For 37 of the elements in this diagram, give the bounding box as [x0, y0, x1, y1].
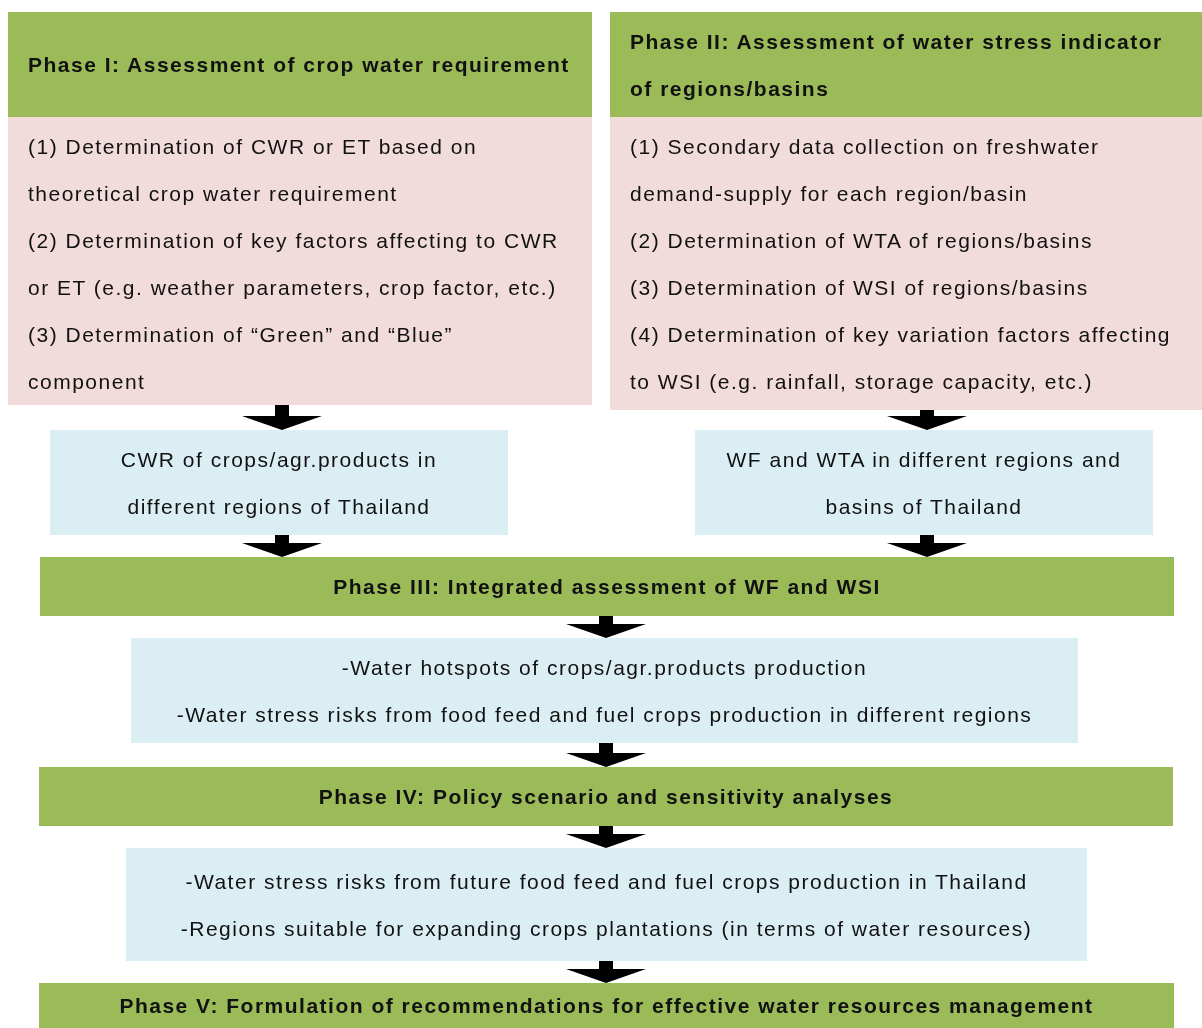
- block-arrow: [887, 535, 967, 557]
- phase-header: [610, 12, 1202, 117]
- box-text: (2) Determination of WTA of regions/basins: [630, 228, 1094, 254]
- box-text: (3) Determination of WSI of regions/basins: [630, 275, 1090, 301]
- result-box: [126, 848, 1087, 961]
- box-text: (3) Determination of “Green” and “Blue” component: [28, 322, 454, 395]
- task-box: [8, 117, 592, 405]
- box-text: (1) Determination of CWR or ET based on theoretical crop water requirement: [28, 134, 479, 207]
- block-arrow: [566, 826, 646, 848]
- box-text: (1) Secondary data collection on freshwater demand-supply for each region/basin: [630, 134, 1101, 207]
- box-text: Phase I: Assessment of crop water requirement: [28, 52, 571, 78]
- block-arrow: [887, 410, 967, 430]
- box-text: -Regions suitable for expanding crops plantations (in terms of water resources): [179, 915, 1034, 942]
- task-box: [610, 117, 1202, 410]
- box-text: -Water hotspots of crops/agr.products production: [340, 654, 869, 681]
- phase-bar: [39, 767, 1173, 826]
- box-text: (4) Determination of key variation factors affecting to WSI (e.g. rainfall, storage capacity, etc.): [630, 322, 1172, 395]
- box-text: CWR of crops/agr.products in different regions of Thailand: [119, 446, 439, 520]
- box-text: -Water stress risks from future food feed and fuel crops production in Thailand: [184, 868, 1029, 895]
- phase-bar: [40, 557, 1174, 616]
- box-text: -Water stress risks from food feed and fuel crops production in different regions: [175, 701, 1034, 728]
- box-text: Phase IV: Policy scenario and sensitivity analyses: [317, 784, 895, 810]
- result-box: [50, 430, 508, 535]
- block-arrow: [566, 961, 646, 983]
- result-box: [131, 638, 1078, 743]
- phase-header: [8, 12, 592, 117]
- box-text: WF and WTA in different regions and basins of Thailand: [725, 446, 1123, 520]
- result-box: [695, 430, 1153, 535]
- phase-bar: [39, 983, 1174, 1028]
- block-arrow: [242, 405, 322, 430]
- block-arrow: [242, 535, 322, 557]
- box-text: Phase III: Integrated assessment of WF and WSI: [332, 574, 882, 600]
- block-arrow: [566, 743, 646, 767]
- box-text: (2) Determination of key factors affecting to CWR or ET (e.g. weather parameters, crop factor, etc.): [28, 228, 560, 301]
- block-arrow: [566, 616, 646, 638]
- box-text: Phase II: Assessment of water stress indicator of regions/basins: [630, 28, 1164, 102]
- box-text: Phase V: Formulation of recommendations for effective water resources management: [118, 993, 1095, 1019]
